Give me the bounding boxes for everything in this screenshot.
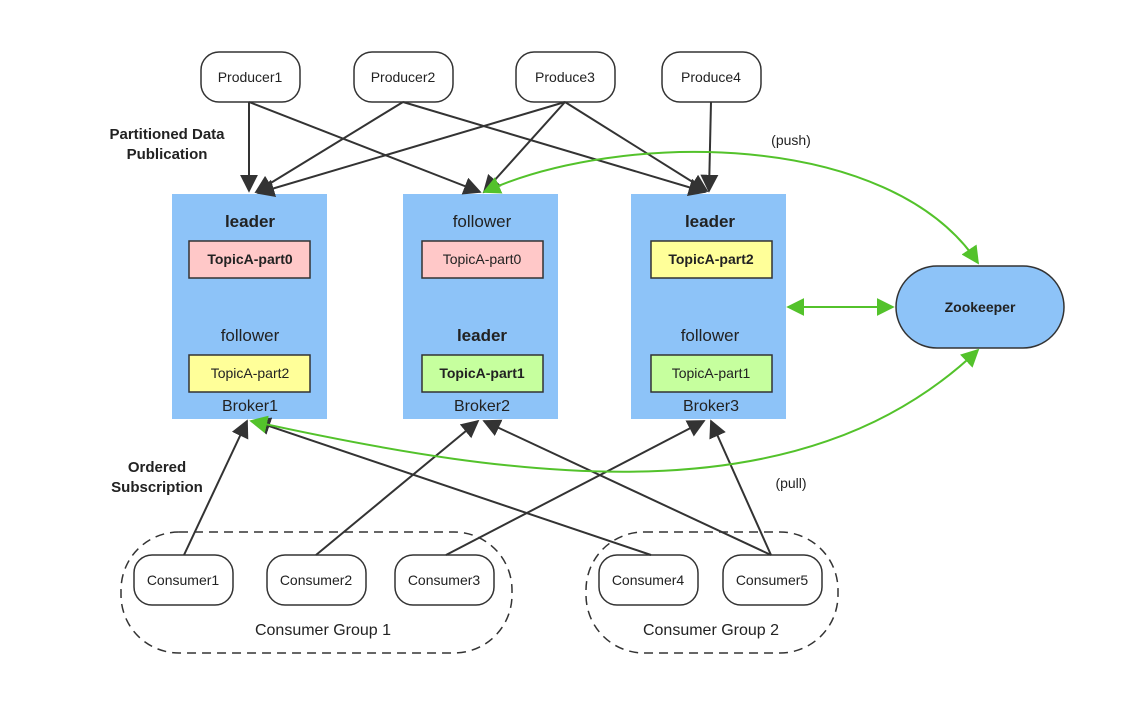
- arrow-producer2-broker1: [254, 101, 404, 193]
- arrow-producer2-broker3: [402, 101, 707, 196]
- broker3-top-partition: TopicA-part2: [668, 251, 754, 267]
- producer2-label: Producer2: [371, 69, 436, 85]
- broker2-bottom-role: leader: [457, 326, 507, 345]
- producer-arrows: [240, 101, 719, 198]
- broker2-bottom-partition: TopicA-part1: [439, 365, 525, 381]
- broker3-top-role: leader: [685, 212, 735, 231]
- zookeeper-label: Zookeeper: [945, 299, 1016, 315]
- broker1-bottom-partition: TopicA-part2: [211, 365, 290, 381]
- broker3-bottom-role: follower: [681, 326, 740, 345]
- consumer5-label: Consumer5: [736, 572, 809, 588]
- consumer1-label: Consumer1: [147, 572, 220, 588]
- broker1-top-partition-box: [188, 240, 311, 279]
- push-arrow: [482, 150, 979, 265]
- producer1-label: Producer1: [218, 69, 283, 85]
- arrow-producer3-broker2: [482, 101, 566, 194]
- producer4-node: [661, 51, 762, 103]
- publication-label-line2: Publication: [127, 146, 208, 163]
- pull-label: (pull): [775, 475, 806, 491]
- zookeeper-arrows: [249, 150, 980, 473]
- push-label: (push): [771, 132, 811, 148]
- consumer3-node: [394, 554, 495, 606]
- producer4-label: Produce4: [681, 69, 741, 85]
- arrow-consumer3-broker3: [445, 420, 706, 556]
- consumer3-label: Consumer3: [408, 572, 481, 588]
- arrow-producer4-broker3: [700, 101, 719, 193]
- consumer5-node: [722, 554, 823, 606]
- consumer-arrows: [183, 417, 772, 556]
- consumer-group-2-label: Consumer Group 2: [643, 622, 779, 639]
- arrow-consumer5-broker2: [482, 419, 772, 556]
- arrow-producer3-broker1: [256, 101, 566, 198]
- broker1-top-partition: TopicA-part0: [207, 251, 293, 267]
- arrow-consumer1-broker1: [183, 419, 249, 556]
- broker1-top-role: leader: [225, 212, 275, 231]
- arrow-consumer5-broker3: [709, 419, 772, 556]
- broker2-top-partition: TopicA-part0: [443, 251, 522, 267]
- consumer1-node: [133, 554, 234, 606]
- pull-arrow: [249, 348, 980, 473]
- broker2-top-role: follower: [453, 212, 512, 231]
- publication-label-line1: Partitioned Data: [109, 126, 225, 143]
- broker2-name: Broker2: [454, 398, 510, 415]
- arrow-consumer4-broker1: [252, 417, 652, 556]
- zookeeper-node: [895, 265, 1065, 349]
- arrow-producer1-broker2: [248, 101, 482, 195]
- broker1-bottom-role: follower: [221, 326, 280, 345]
- broker3-bottom-partition: TopicA-part1: [672, 365, 751, 381]
- arrow-producer3-broker3: [564, 101, 709, 192]
- broker3-name: Broker3: [683, 398, 739, 415]
- arrow-consumer2-broker2: [315, 419, 480, 556]
- consumer2-label: Consumer2: [280, 572, 353, 588]
- subscription-label-line1: Ordered: [128, 459, 186, 476]
- consumer4-label: Consumer4: [612, 572, 685, 588]
- consumer-group-2-container: [585, 531, 839, 654]
- producer3-label: Produce3: [535, 69, 595, 85]
- subscription-label-line2: Subscription: [111, 479, 203, 496]
- consumer-group-1-label: Consumer Group 1: [255, 622, 391, 639]
- broker1-name: Broker1: [222, 398, 278, 415]
- consumer-group-1-container: [120, 531, 513, 654]
